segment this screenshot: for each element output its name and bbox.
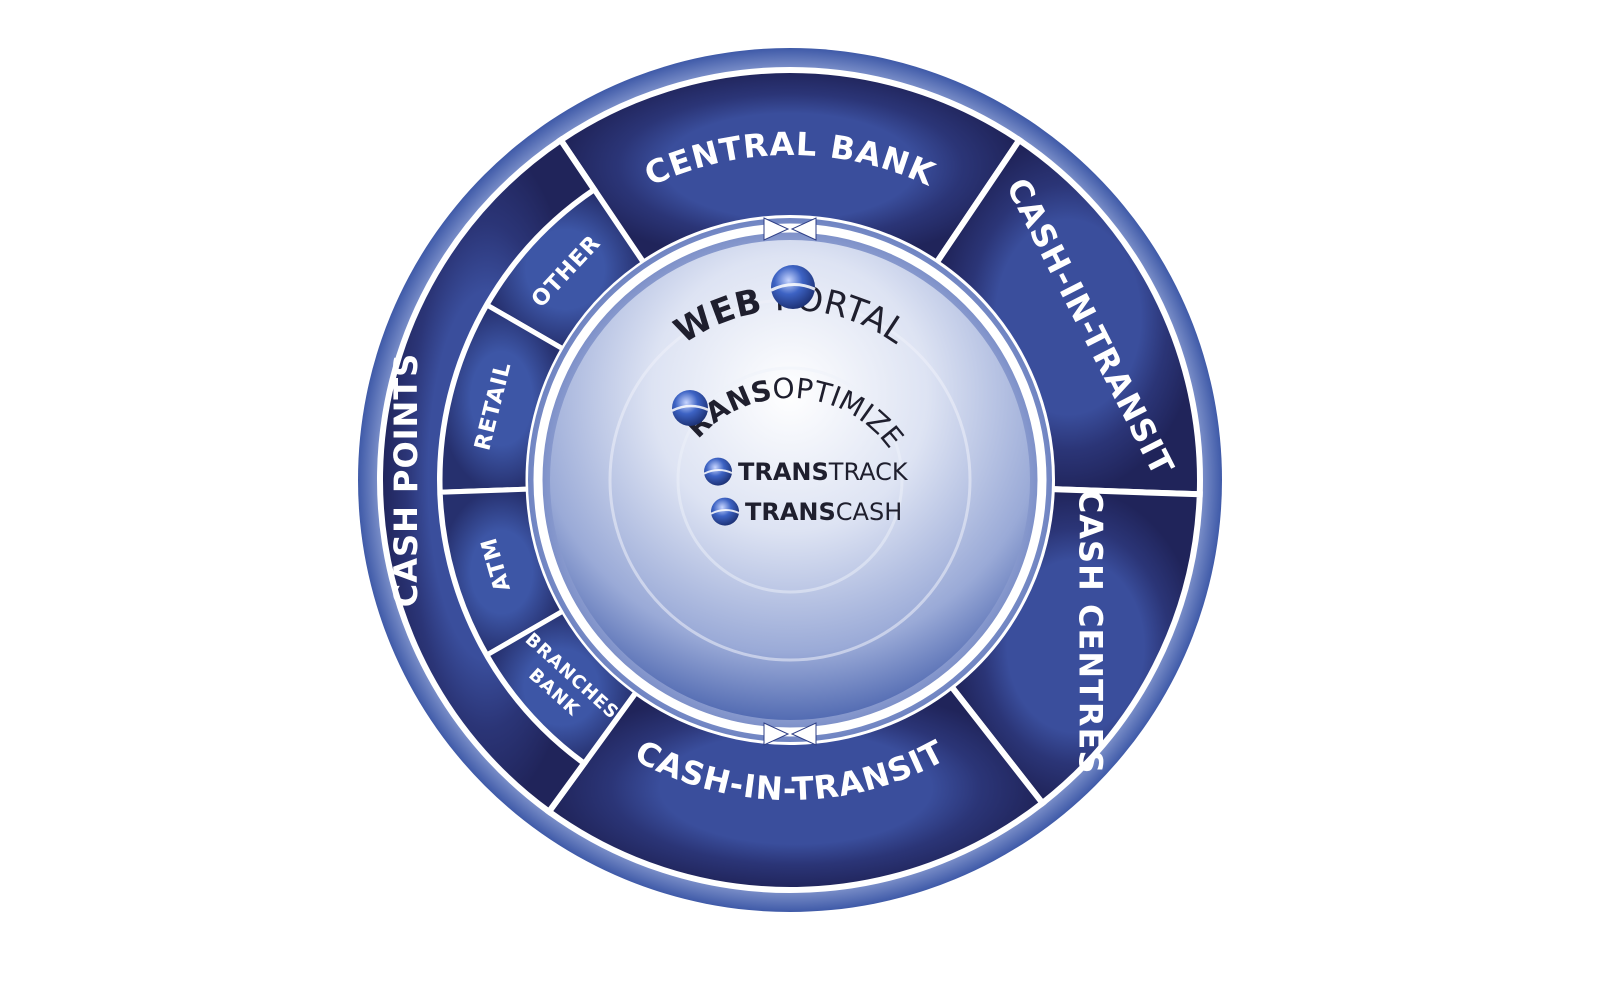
transcash-part1: TRANS xyxy=(745,498,836,526)
cash-points-subsegments xyxy=(437,186,647,767)
center-disc xyxy=(550,240,1030,720)
arrow-top-right xyxy=(790,217,817,241)
cycle-arrows xyxy=(763,217,817,746)
arrow-top-left xyxy=(763,217,790,241)
transtrack-part1: TRANS xyxy=(738,458,829,486)
arrow-bottom-right xyxy=(790,722,817,746)
transcash-part2: CASH xyxy=(836,498,902,526)
transcash-logo-icon xyxy=(710,497,740,526)
transtrack-part2: TRACK xyxy=(828,458,909,486)
label-cash-points: CASH POINTS xyxy=(387,353,425,607)
product-transcash: TRANSCASH xyxy=(745,498,902,526)
label-cash-centres: CASH CENTRES xyxy=(1071,490,1109,775)
web-portal-logo-icon xyxy=(770,265,816,309)
transtrack-logo-icon xyxy=(703,457,733,486)
product-transtrack: TRANSTRACK xyxy=(738,458,909,486)
cycle-ring xyxy=(533,223,1047,737)
center-core-ring xyxy=(676,366,904,594)
arrow-bottom-left xyxy=(763,722,790,746)
transoptimizer-logo-icon xyxy=(671,390,709,426)
